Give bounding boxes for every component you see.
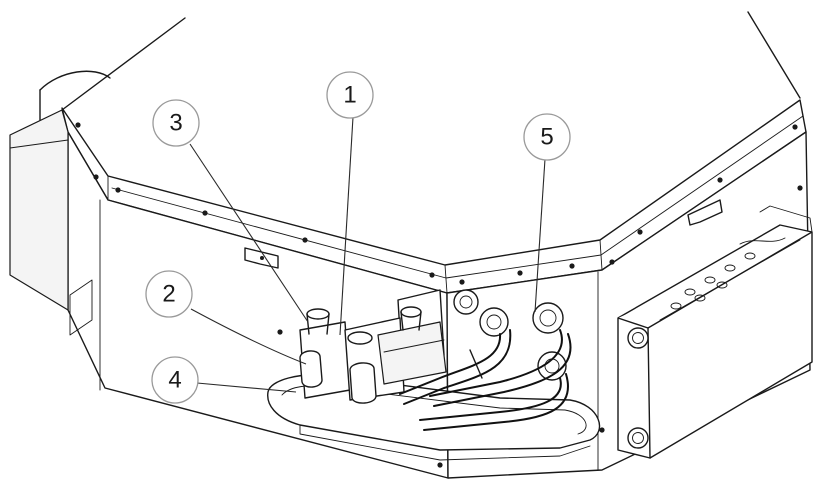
callout-5-label: 5 xyxy=(540,124,553,151)
ebox-lid-tab xyxy=(759,205,813,233)
valve-assembly xyxy=(299,289,447,404)
pipe-c-top xyxy=(419,377,562,421)
bolt-14 xyxy=(797,185,803,191)
bolt-3 xyxy=(115,187,121,193)
housing-top-left-edge xyxy=(61,17,186,111)
electrical-box xyxy=(617,205,813,459)
nut-upper-right xyxy=(532,302,564,334)
pipe-connections xyxy=(399,289,572,431)
ebox-front-edge xyxy=(647,327,651,459)
callout-4-circle xyxy=(151,356,199,404)
leader-4 xyxy=(196,382,297,393)
bolt-12 xyxy=(717,177,723,183)
leader-lines xyxy=(189,116,546,393)
pipe-a-bottom xyxy=(403,329,512,405)
bracket-right xyxy=(687,199,723,226)
rim-edge-center xyxy=(444,264,448,294)
bolt-17 xyxy=(599,427,605,433)
duct-collar xyxy=(39,70,111,91)
leader-5 xyxy=(534,158,546,313)
callout-3: 3 xyxy=(152,99,200,147)
ebox-lid-line xyxy=(659,239,801,321)
nut-mid-left xyxy=(479,307,509,337)
ebox-knockouts xyxy=(670,252,756,310)
valve-stem-right xyxy=(400,311,422,331)
bolt-2 xyxy=(93,174,99,180)
rim-inner-line xyxy=(111,115,804,279)
ebox-body xyxy=(617,224,813,459)
ebox-cable xyxy=(739,237,786,245)
bolt-7 xyxy=(459,279,465,285)
pipe-b-bottom xyxy=(433,333,572,407)
callout-5: 5 xyxy=(523,113,571,161)
callout-1: 1 xyxy=(326,71,374,119)
ebox-gland-bottom xyxy=(627,427,649,449)
callout-2: 2 xyxy=(145,270,193,318)
nut-upper-left-inner xyxy=(459,295,473,309)
nut-upper-left xyxy=(453,289,479,315)
pipe-a-top xyxy=(399,333,502,395)
callout-3-circle xyxy=(152,99,200,147)
pipe-clip xyxy=(469,349,483,379)
bolt-1 xyxy=(75,122,81,128)
tray-inner xyxy=(281,385,587,435)
knockout-5 xyxy=(670,302,682,310)
ebox-gland-top xyxy=(627,327,649,349)
pipe-c-bottom xyxy=(423,373,569,431)
ebox-gland-top-inner xyxy=(632,332,644,344)
leader-3 xyxy=(189,143,309,323)
bolt-15 xyxy=(277,329,283,335)
bolt-6 xyxy=(429,272,435,278)
knockout-6 xyxy=(694,294,706,302)
valve-head-right xyxy=(400,306,422,318)
side-hatch xyxy=(69,279,93,336)
bolt-4 xyxy=(202,210,208,216)
side-duct xyxy=(9,109,69,311)
valve-head-centre xyxy=(347,331,373,345)
bracket-left-hole xyxy=(260,256,264,260)
callout-1-circle xyxy=(326,71,374,119)
valve-stem-left xyxy=(306,313,330,335)
knockout-3 xyxy=(724,264,736,272)
callout-1-label: 1 xyxy=(343,82,356,109)
fitting-lower-centre xyxy=(349,362,377,404)
tray-base xyxy=(299,424,591,461)
fitting-lower-left xyxy=(299,350,323,388)
bolt-13 xyxy=(792,124,798,130)
callout-5-circle xyxy=(523,113,571,161)
leader-1 xyxy=(339,116,354,336)
callout-4-label: 4 xyxy=(168,367,181,394)
knockout-4 xyxy=(744,252,756,260)
nut-lower-right xyxy=(537,351,567,381)
side-duct-line xyxy=(9,139,69,149)
nut-mid-left-inner xyxy=(486,314,502,330)
callout-3-label: 3 xyxy=(169,110,182,137)
callout-2-label: 2 xyxy=(162,281,175,308)
bolt-8 xyxy=(517,270,523,276)
bolt-10 xyxy=(609,259,615,265)
leader-2 xyxy=(190,308,307,365)
bolt-5 xyxy=(302,237,308,243)
knockout-1 xyxy=(684,288,696,296)
callout-4: 4 xyxy=(151,356,199,404)
pipe-b-top xyxy=(429,329,563,397)
actuator-line xyxy=(383,339,445,353)
nut-upper-right-inner xyxy=(539,309,557,327)
callout-2-circle xyxy=(145,270,193,318)
knockout-7 xyxy=(716,281,728,289)
knockout-2 xyxy=(704,276,716,284)
valve-head-left xyxy=(306,308,330,320)
bracket-left xyxy=(244,247,279,269)
housing-top-right-edge xyxy=(747,11,801,99)
bolt-9 xyxy=(569,263,575,269)
bolt-11 xyxy=(637,229,643,235)
bolt-16 xyxy=(437,462,443,468)
ebox-gland-bottom-inner xyxy=(632,432,644,444)
